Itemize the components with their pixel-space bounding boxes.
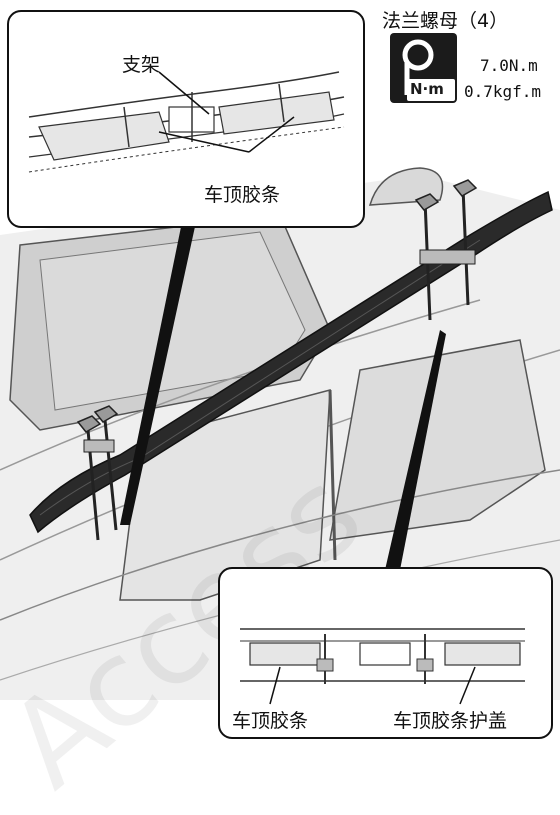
bottom-callout-pointer	[385, 330, 446, 570]
bracket-label: 支架	[122, 54, 161, 76]
top-callout-pointer	[120, 222, 196, 525]
flange-nut-title: 法兰螺母（4）	[382, 10, 509, 32]
rail-cross-section-top	[28, 71, 345, 173]
bottom-detail-callout: 车顶胶条 车顶胶条护盖	[218, 567, 553, 739]
torque-icon: N·m	[390, 33, 457, 103]
top-detail-callout: 支架 车顶胶条	[7, 10, 365, 228]
torque-value-kgf: 0.7kgf.m	[464, 82, 542, 101]
rail-cross-section-bottom	[240, 628, 525, 705]
car-roof-illustration	[0, 167, 560, 700]
roof-molding-label-top: 车顶胶条	[204, 184, 281, 206]
roof-molding-cover-label: 车顶胶条护盖	[393, 710, 508, 732]
flange-nut-rear-pair	[76, 405, 119, 541]
flange-nut-front-pair	[414, 179, 478, 321]
torque-value-nm: 7.0N.m	[480, 56, 538, 75]
roof-molding-label-bottom: 车顶胶条	[232, 710, 309, 732]
nm-icon-text: N·m	[410, 80, 444, 98]
